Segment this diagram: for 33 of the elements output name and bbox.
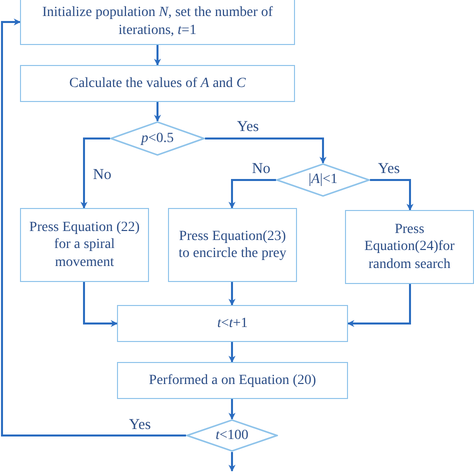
arrow <box>228 342 236 363</box>
node-text: Performed a on Equation (20) <box>148 372 318 390</box>
process-box <box>20 65 295 102</box>
arrow <box>1 18 186 436</box>
decision-diamond <box>110 121 205 156</box>
arrow <box>205 138 326 164</box>
arrow <box>154 45 161 66</box>
node-text: Initialize population N, set the number of iterations, t=1 <box>41 4 274 39</box>
process-box <box>20 208 149 282</box>
arrow <box>347 284 411 327</box>
node-text: t<t+1 <box>216 314 249 332</box>
node-text: Press Equation (22) for a spiral movement <box>28 218 141 272</box>
arrow <box>154 102 161 122</box>
decision-diamond <box>186 419 278 452</box>
decision-diamond <box>276 163 370 197</box>
arrow <box>228 399 236 420</box>
process-box <box>20 0 295 45</box>
arrow <box>370 179 414 211</box>
node-text: Calculate the values of A and C <box>68 74 247 92</box>
node-text: |A|<1 <box>308 171 338 189</box>
node-text: p<0.5 <box>141 130 174 148</box>
process-box <box>168 208 297 282</box>
arrow <box>83 282 118 327</box>
process-box <box>345 210 474 284</box>
node-text: t<100 <box>216 426 248 444</box>
process-box <box>117 305 348 342</box>
arrow <box>228 452 236 472</box>
arrow <box>228 179 276 209</box>
arrow <box>80 138 110 209</box>
node-text: Press Equation(23) to encircle the prey <box>178 228 288 262</box>
process-box <box>117 362 348 399</box>
arrow <box>228 282 236 306</box>
node-text: Press Equation(24)for random search <box>363 220 456 274</box>
